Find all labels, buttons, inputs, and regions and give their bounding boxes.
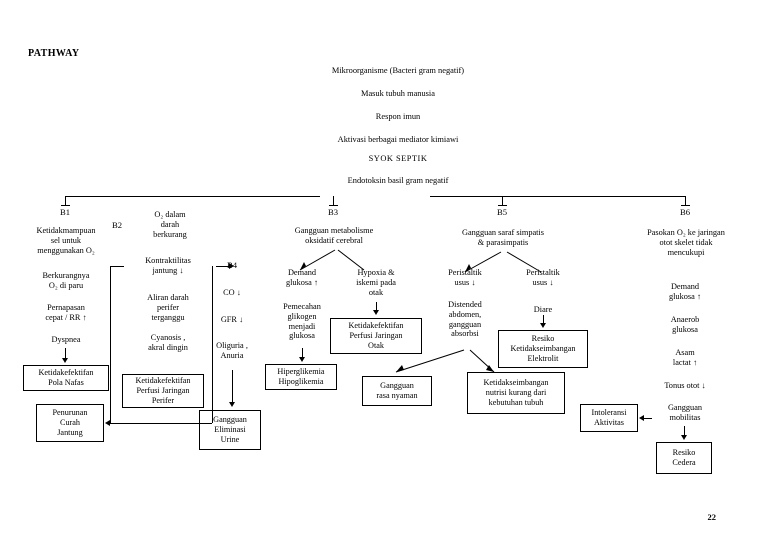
b1-node-1: Ketidakmampuan sel untuk menggunakan O₂ — [36, 226, 96, 255]
cascade-step-2: Masuk tubuh manusia — [361, 89, 435, 98]
branch-label-b4: B4 — [226, 260, 238, 270]
branch-label-b5: B5 — [496, 207, 508, 217]
diagnosis-box-hiperglikemia-hipoglikemia[interactable]: Hiperglikemia Hipoglikemia — [265, 364, 337, 390]
b3-left-node-2: Pemecahan glikogen menjadi glukosa — [283, 302, 321, 341]
b6-node-3: Anaerob glukosa — [670, 315, 700, 334]
b2-node-4-cyanosis: Cyanosis , akral dingin — [148, 333, 188, 352]
b2-return-horizontal — [110, 423, 212, 424]
b5-right-node-2-diare: Diare — [533, 305, 553, 314]
b6-connector — [684, 426, 685, 438]
b3-left-arrow — [299, 357, 305, 362]
cascade-step-4: Aktivasi berbagai mediator kimiawi — [337, 135, 459, 144]
b2-node-3: Aliran darah perifer terganggu — [147, 293, 189, 322]
b2-to-b4-arrow — [229, 263, 234, 269]
b4-node-2-gfr: GFR ↓ — [220, 315, 244, 324]
cascade-step-6: Endotoksin basil gram negatif — [347, 176, 449, 185]
cascade-step-5-syok-septik: SYOK SEPTIK — [368, 154, 428, 163]
b5-branch-lines — [464, 251, 542, 273]
diagnosis-box-gangguan-eliminasi-urine[interactable]: Gangguan Eliminasi Urine — [199, 410, 261, 450]
cascade-step-3: Respon imun — [375, 112, 421, 121]
b6-arrow-to-resiko-cedera — [681, 435, 687, 440]
tick-b3 — [329, 205, 338, 206]
b1-connector-1 — [65, 348, 66, 360]
drop-line-b5 — [502, 196, 503, 205]
diagnosis-box-resiko-cedera[interactable]: Resiko Cedera — [656, 442, 712, 474]
b3-left-node-1: Demand glukosa ↑ — [285, 268, 319, 287]
drop-line-b6 — [685, 196, 686, 205]
b1-node-2: Berkurangnya O₂ di paru — [42, 271, 90, 290]
diagnosis-box-resiko-ketidakseimbangan-elektrolit[interactable]: Resiko Ketidakseimbangan Elektrolit — [498, 330, 588, 368]
b6-node-2: Demand glukosa ↑ — [668, 282, 702, 301]
b3-right-arrow — [373, 310, 379, 315]
branch-label-b1: B1 — [59, 207, 71, 217]
diagnosis-box-gangguan-rasa-nyaman[interactable]: Gangguan rasa nyaman — [362, 376, 432, 406]
diagnosis-box-intoleransi-aktivitas[interactable]: Intoleransi Aktivitas — [580, 404, 638, 432]
b5-right-node-1: Peristaltik usus ↓ — [526, 268, 560, 287]
b5-right-arrow — [540, 323, 546, 328]
distribution-line-left — [65, 196, 320, 197]
diagnosis-box-penurunan-curah-jantung[interactable]: Penurunan Curah Jantung — [36, 404, 104, 442]
b2-to-b4-line — [216, 266, 230, 267]
cascade-step-1: Mikroorganisme (Bacteri gram negatif) — [331, 66, 465, 75]
branch-label-b2: B2 — [111, 220, 123, 230]
b4-node-1-co: CO ↓ — [223, 288, 241, 297]
b4-arrow-to-eliminasi-urine — [229, 402, 235, 407]
page-title: PATHWAY — [28, 48, 80, 59]
b3-node-1: Gangguan metabolisme oksidatif cerebral — [294, 226, 374, 245]
page-number: 22 — [707, 512, 717, 522]
b5-left-node-2: Distended abdomen, gangguan absorbsi — [448, 300, 482, 339]
b3-branch-lines — [299, 249, 365, 271]
tick-b5 — [498, 205, 507, 206]
b5-node-1: Gangguan saraf simpatis & parasimpatis — [461, 228, 545, 247]
b3-right-node-1: Hypoxia & iskemi pada otak — [356, 268, 396, 297]
b2-arrow-into-curah-jantung — [105, 420, 110, 426]
b6-arrow-into-intoleransi — [639, 415, 644, 421]
tick-b1 — [61, 205, 70, 206]
b6-to-intoleransi-line — [644, 418, 652, 419]
b2-bracket-vertical — [110, 266, 111, 423]
diagnosis-box-perfusi-jaringan-otak[interactable]: Ketidakefektifan Perfusi Jaringan Otak — [330, 318, 422, 354]
b3-left-connector — [302, 348, 303, 360]
diagnosis-box-perfusi-jaringan-perifer[interactable]: Ketidakefektifan Perfusi Jaringan Perife… — [122, 374, 204, 408]
b1-arrow-to-pola-nafas — [62, 358, 68, 363]
drop-line-b3 — [333, 196, 334, 205]
branch-label-b6: B6 — [679, 207, 691, 217]
diagnosis-box-ketidakseimbangan-nutrisi[interactable]: Ketidakseimbangan nutrisi kurang dari ke… — [467, 372, 565, 414]
b2-node-1: O₂ dalam darah berkurang — [153, 210, 187, 239]
b6-node-4: Asam lactat ↑ — [672, 348, 698, 367]
b5-left-branch-lines — [395, 349, 495, 373]
b5-right-connector — [543, 315, 544, 325]
tick-b6 — [681, 205, 690, 206]
diagnosis-box-ketidakefektifan-pola-nafas[interactable]: Ketidakefektifan Pola Nafas — [23, 365, 109, 391]
b1-node-3: Pernapasan cepat / RR ↑ — [45, 303, 87, 322]
b3-right-connector — [376, 302, 377, 312]
b1-node-4-dyspnea: Dyspnea — [51, 335, 81, 344]
b4-connector — [232, 370, 233, 404]
b4-node-3-oliguria: Oliguria , Anuria — [216, 341, 248, 360]
branch-label-b3: B3 — [327, 207, 339, 217]
distribution-line-right — [430, 196, 685, 197]
b2-bracket-top — [110, 266, 124, 267]
b2-return-vertical — [212, 266, 213, 423]
b5-left-node-1: Peristaltik usus ↓ — [448, 268, 482, 287]
drop-line-b1 — [65, 196, 66, 205]
b6-node-1: Pasokan O₂ ke jaringan otot skelet tidak… — [647, 228, 725, 257]
b2-node-2-kontraktilitas: Kontraktilitas jantung ↓ — [145, 256, 191, 275]
b6-node-5: Tonus otot ↓ — [664, 381, 706, 390]
b6-node-6: Gangguan mobilitas — [667, 403, 703, 422]
